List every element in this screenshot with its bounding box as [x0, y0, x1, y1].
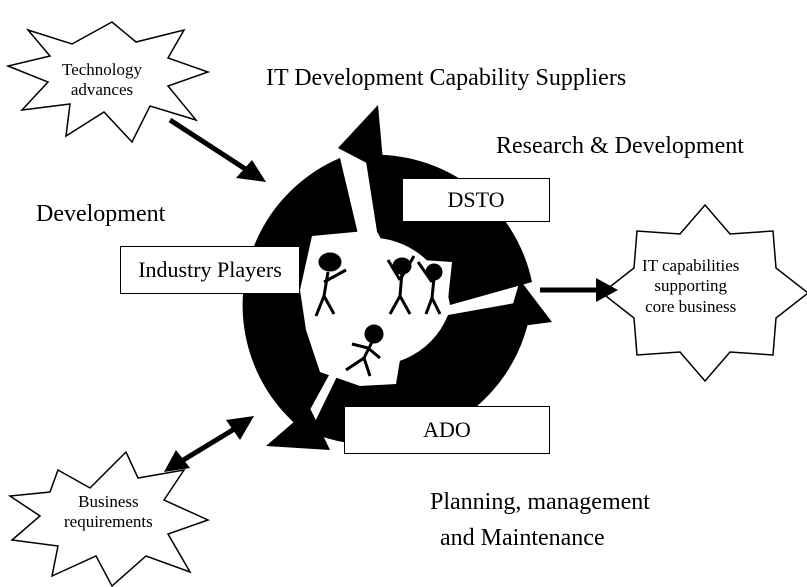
- technology-starburst: [5, 21, 211, 144]
- industry-players-label: Industry Players: [138, 257, 282, 282]
- output-line3: core business: [645, 296, 737, 316]
- technology-line2: advances: [70, 80, 134, 100]
- dsto-label: DSTO: [447, 187, 505, 212]
- business-requirements-label: Business requirements: [64, 492, 153, 533]
- cycle-arrowhead-top: [338, 105, 384, 172]
- technology-line1: Technology: [62, 60, 143, 79]
- business-starburst: [7, 450, 211, 587]
- ado-label: ADO: [423, 417, 471, 442]
- ado-box: ADO: [344, 406, 550, 454]
- output-arrow: [540, 278, 618, 302]
- technology-arrow: [168, 117, 266, 182]
- planning-label-line2: and Maintenance: [440, 525, 605, 551]
- output-line2: supporting: [654, 276, 728, 296]
- it-capabilities-label: IT capabilities supporting core business: [642, 256, 739, 317]
- business-line2: requirements: [64, 512, 153, 532]
- business-line1: Business: [78, 492, 139, 511]
- development-label: Development: [36, 201, 166, 227]
- cycle-arrowhead-right: [506, 280, 552, 328]
- cycle-center: [300, 230, 452, 386]
- cycle-arrowhead-bottom: [266, 408, 330, 450]
- technology-advances-label: Technology advances: [62, 60, 142, 101]
- output-line1: IT capabilities: [642, 256, 740, 275]
- business-arrow: [164, 416, 254, 472]
- diagram-heading: IT Development Capability Suppliers: [266, 65, 627, 91]
- output-star: [600, 203, 807, 383]
- industry-players-box: Industry Players: [120, 246, 300, 294]
- research-label: Research & Development: [496, 133, 744, 159]
- dsto-box: DSTO: [402, 178, 550, 222]
- people-figures-icon: [314, 252, 443, 377]
- planning-label-line1: Planning, management: [430, 489, 650, 515]
